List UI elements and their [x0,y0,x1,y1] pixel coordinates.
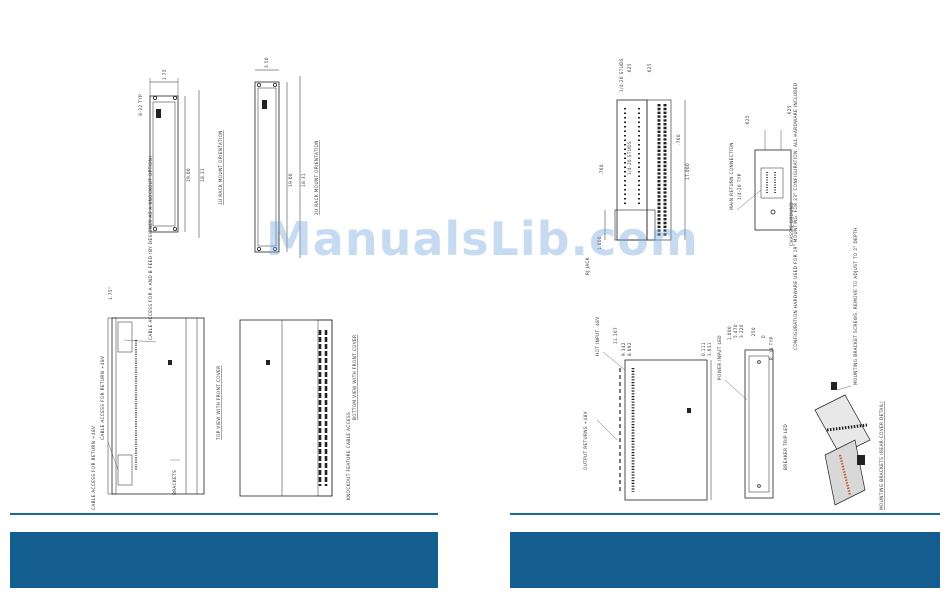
dim-r3: .760 [599,164,604,175]
dim-d3: 18.31 [200,168,205,182]
dim-r14: .250 [751,327,756,338]
footer-band-right [510,532,940,588]
dim-r11: 8.092 [627,342,632,356]
dim-r12: 5.470 [733,324,738,338]
front-view-2u [254,69,301,258]
right-page-drawings: 1/4-20 STUDS .625 .625 1/4-20 STUDS .760… [583,58,884,510]
dim-r1: .625 [627,63,632,74]
thread-label: 1/4-20 TYP [737,173,742,200]
bottom-view-caption: BOTTOM VIEW WITH FRONT COVER [352,335,357,420]
dim-d1: 1.75 [162,69,167,80]
dim-r16: 1.000 [727,326,732,340]
dim-r13: 3.220 [739,324,744,338]
dim-r4: .760 [676,134,681,145]
bracket-detail [814,382,871,506]
dim-d2: 19.00 [186,168,191,182]
dim-r5: 17.000 [685,163,690,180]
front-2u-caption: 2U RACK MOUNT ORIENTATION [314,140,319,215]
rear-view-ground [754,130,792,231]
dim-d6: 18.31 [301,173,306,187]
footer-rule-left [10,513,438,515]
front-view-1u [149,78,200,238]
hot-input-label: HOT INPUT -48V [595,317,600,356]
main-return-label: MAIN RETURN CONNECTION [729,142,734,210]
hardware-note: CONFIGURATION HARDWARE USED FOR 19" MOUN… [793,82,798,350]
dim-r18: 1.631 [707,342,712,356]
bracket-detail-caption: MOUNTING BRACKETS (REAR-COVER DETAIL) [879,401,884,510]
dim-d4: 3.50 [264,57,269,68]
dim-r17: 0.111 [701,342,706,356]
top-view [107,317,205,495]
dim-r10: 9.342 [621,342,626,356]
led-view [744,349,774,499]
brackets-label: BRACKETS [172,470,177,495]
watermark: ManualsLib.com [266,212,699,266]
front-1u-caption: 1U RACK MOUNT ORIENTATION [218,130,223,205]
dim-r2: .625 [647,63,652,74]
knockout-label: KNOCKOUT FEATURE CABLE ACCESS [346,412,351,500]
chassis-ground-label: CHASSIS GROUND [789,202,794,246]
power-led-label: POWER INPUT LED [717,335,722,380]
cable-access-side-label: CABLE ACCESS FOR A AND B FEED (BY DESIGN… [148,156,153,340]
height-marker-label: 1.75" [108,287,113,300]
top-view-caption: TOP VIEW WITH FRONT COVER [216,365,221,441]
dim-r9: 11.167 [613,327,618,344]
rj-jack-label: RJ JACK [585,257,590,275]
left-page: 8-32 TYP 1.75 19.00 18.31 1U RACK MOUNT … [10,57,438,588]
breaker-led-label: BREAKER TRIP LED [783,424,788,470]
dim-r8: .625 [787,105,792,116]
footer-rule-right [510,513,940,515]
output-view [619,359,712,501]
right-page: 1/4-20 STUDS .625 .625 1/4-20 STUDS .760… [475,0,950,600]
bottom-view [239,319,333,497]
rear-view-studs [604,99,686,241]
left-page-drawings: 8-32 TYP 1.75 19.00 18.31 1U RACK MOUNT … [91,57,357,510]
dim-d5: 19.00 [288,173,293,187]
corner-marker-label: 8-32 TYP [138,94,143,116]
dim-r19: R .18 TYP [769,336,774,360]
studs-mid-label: 1/4-20 STUDS [627,141,632,175]
dim-r7: .625 [745,115,750,126]
dim-r15: 0 [761,335,766,338]
studs-top-label: 1/4-20 STUDS [619,58,624,92]
mounting-bracket-label: MOUNTING BRACKET SCREWS, REMOVE TO ADJUS… [853,227,858,385]
dim-r6: 1.000 [597,236,602,250]
output-returns-label: OUTPUT RETURNS +48V [583,411,588,470]
cable-access-top-label: CABLE ACCESS FOR RETURN +48V [100,356,105,440]
footer-band-left [10,532,438,588]
cable-access-bottom-label: CABLE ACCESS FOR RETURN +48V [91,426,96,510]
